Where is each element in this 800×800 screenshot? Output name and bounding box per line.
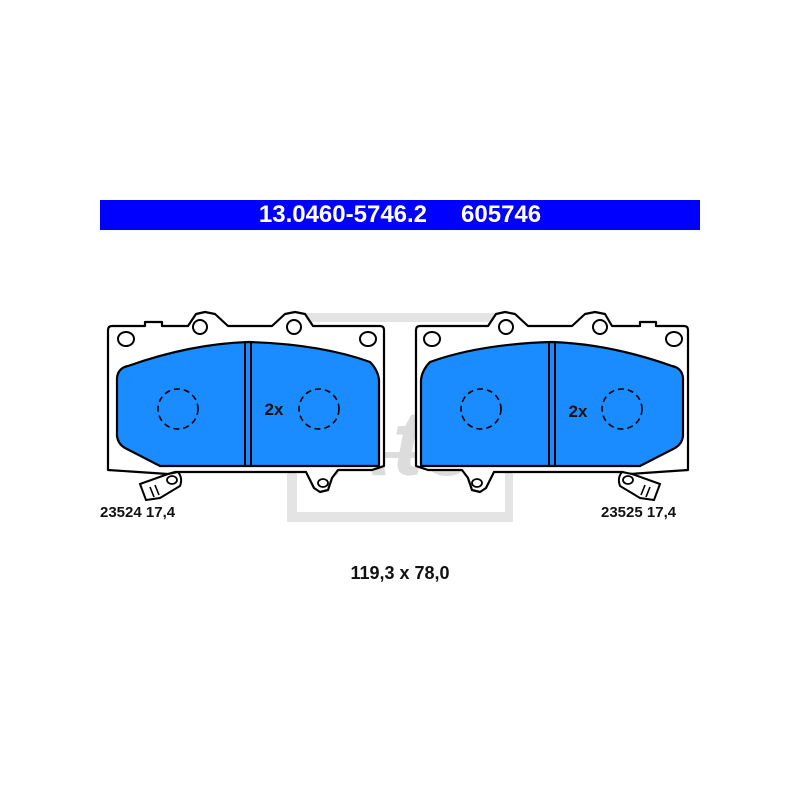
part-number: 13.0460-5746.2 [258,201,428,228]
wear-sensor-icon [617,470,662,502]
pad-spec-left: 23524 17,4 [100,504,175,521]
pad-thickness: 17,4 [145,504,176,521]
pad-code: 23524 [100,504,142,521]
pad-code: 23525 [601,504,643,521]
pad-dimensions: 119,3 x 78,0 [350,563,450,583]
part-number-bar: 13.0460-5746.2 605746 [100,200,700,230]
wear-sensor-icon [138,470,183,502]
brake-pad-right [414,310,690,502]
quantity-label-right: 2x [569,402,588,421]
pad-spec-right: 23525 17,4 [601,504,676,521]
quantity-label-left: 2x [265,400,284,419]
brake-pad-left [106,310,386,502]
pad-thickness: 17,4 [646,504,677,521]
reference-number: 605746 [461,201,542,228]
